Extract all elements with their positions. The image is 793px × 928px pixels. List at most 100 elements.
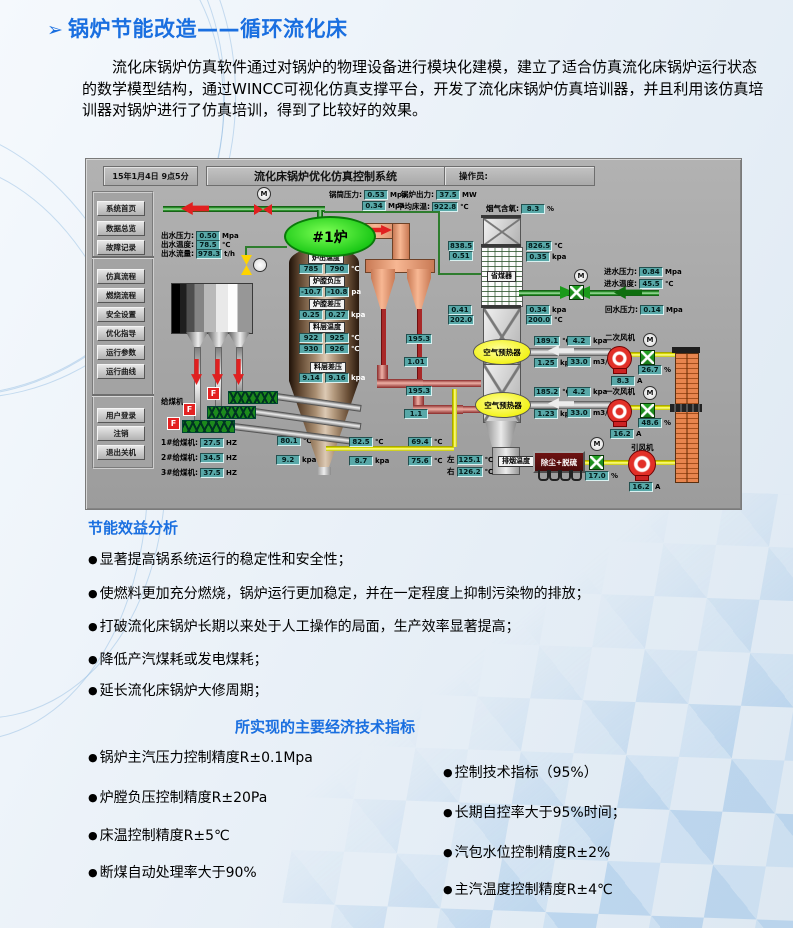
sidebar-item-run-curves[interactable]: 运行曲线 [97, 364, 145, 379]
benefit-text: 打破流化床锅炉长期以来处于人工操作的局面，生产效率显著提高； [99, 619, 520, 635]
sidebar-item-safety-settings[interactable]: 安全设置 [97, 307, 145, 322]
sidebar-item-fault-log[interactable]: 故障记录 [97, 240, 145, 255]
value: -10.8 [325, 287, 350, 297]
chimney [675, 353, 699, 483]
unit: t/h [224, 249, 236, 258]
readout-furnace-neg-pressure: -10.7 -10.8 pa [299, 287, 361, 297]
label: 3#给煤机: [161, 468, 199, 477]
air-pipe [326, 446, 454, 451]
damper-valve-icon[interactable] [640, 403, 655, 418]
label: 1#给煤机: [161, 438, 199, 447]
motor-icon[interactable]: M [574, 269, 588, 283]
sidebar-item-logout[interactable]: 注销 [97, 426, 145, 441]
unit: m3/h [593, 358, 613, 366]
readout-feeder-3: 3#给煤机: 37.5 HZ [161, 467, 237, 478]
bullet-icon: ● [88, 791, 98, 804]
cyclone-dipleg [417, 309, 422, 397]
secondary-fan-icon[interactable] [607, 346, 632, 371]
value: 9.2 [276, 455, 300, 465]
readout-avg-bed-temp: 平均床温: 922.8 ℃ [397, 201, 469, 212]
value: 16.2 [610, 429, 634, 439]
induced-fan-icon[interactable] [628, 450, 656, 478]
benefit-text: 显著提高锅系统运行的稳定性和安全性； [99, 552, 352, 568]
label: 出水压力: [161, 231, 194, 240]
readout-eco-in-l2: 0.51 [449, 251, 473, 261]
sidebar-item-data-overview[interactable]: 数据总览 [97, 221, 145, 236]
value: 0.34 [526, 305, 550, 315]
furnace-diff-pressure-label: 炉膛差压 [309, 299, 345, 310]
motor-icon[interactable]: M [257, 187, 271, 201]
sidebar-item-user-login[interactable]: 用户登录 [97, 408, 145, 423]
unit: kpa [552, 306, 567, 314]
air-pipe [452, 389, 457, 447]
damper-valve-icon[interactable] [589, 455, 604, 470]
sidebar-item-home[interactable]: 系统首页 [97, 201, 145, 216]
feeder-badge: F [167, 417, 180, 430]
motor-icon[interactable]: M [643, 333, 657, 347]
unit: ℃ [484, 467, 494, 476]
damper-valve-icon[interactable] [640, 350, 655, 365]
indicator-item: ●长期自控率大于95%时间； [443, 802, 626, 822]
sidebar-item-optimize-guide[interactable]: 优化指导 [97, 326, 145, 341]
hmi-operator-field[interactable]: 操作员: [444, 166, 595, 186]
sidebar-item-combustion-flow[interactable]: 燃烧流程 [97, 288, 145, 303]
air-preheater-1: 空气预热器 [473, 339, 531, 365]
unit: Mpa [390, 190, 407, 199]
indicator-item: ●床温控制精度R±5℃ [88, 825, 230, 845]
value: 790 [325, 264, 349, 274]
sidebar-item-run-params[interactable]: 运行参数 [97, 345, 145, 360]
unit: ℃ [375, 438, 384, 446]
unit: HZ [226, 438, 237, 447]
motor-icon[interactable]: M [590, 437, 604, 451]
benefit-item: ●打破流化床锅炉长期以来处于人工操作的局面，生产效率显著提高； [88, 616, 520, 636]
pump-icon[interactable] [253, 258, 267, 272]
sidebar-item-sim-flow[interactable]: 仿真流程 [97, 269, 145, 284]
steam-pipe [163, 206, 325, 212]
fan-base [613, 421, 627, 427]
steam-valve-icon[interactable] [254, 204, 272, 215]
label: 出水流量: [161, 249, 194, 258]
value: 200.0 [526, 315, 553, 325]
flow-arrow-down-icon [191, 359, 202, 385]
readout-flue-o2: 烟气含氧: 8.3 % [486, 203, 554, 214]
readout-ph2-l2: 1.1 [404, 409, 428, 419]
readout-eco-in-l1: 838.5 [448, 241, 475, 251]
indicator-item: ●主汽温度控制精度R±4℃ [443, 879, 613, 899]
label: 回水压力: [605, 305, 638, 314]
dedust-hopper [549, 470, 560, 481]
value: 8.7 [349, 456, 373, 466]
scada-screenshot: 15年1月4日 9点5分 流化床锅炉优化仿真控制系统 操作员: 系统首页 数据总… [85, 158, 742, 510]
value: 4.2 [567, 336, 591, 346]
bullet-icon: ● [88, 653, 98, 666]
primary-fan-icon[interactable] [607, 399, 632, 424]
label: 进水压力: [604, 267, 637, 276]
water-valve-icon[interactable] [241, 255, 252, 275]
motor-icon[interactable]: M [643, 386, 657, 400]
value: 189.1 [534, 336, 561, 346]
readout-ph1-l1: 195.3 [406, 334, 433, 344]
value: 0.14 [640, 304, 664, 315]
value: 930 [299, 344, 323, 354]
value: 34.5 [200, 452, 225, 463]
coal-conveyor [207, 406, 256, 419]
value: 1.25 [534, 358, 558, 368]
readout-eco-out-r2: 200.0℃ [526, 315, 563, 325]
value: 195.3 [406, 334, 433, 344]
value: 26.7 [638, 365, 662, 375]
unit: kpa [302, 456, 317, 464]
readout-furnace-out-temp: 785 790 ℃ [299, 264, 359, 274]
bullet-icon: ● [88, 684, 98, 697]
unit: ℃ [434, 438, 443, 446]
loopseal-pipe [423, 380, 481, 387]
label: 锅筒压力: [329, 190, 362, 199]
feedwater-control-valve-icon[interactable] [569, 285, 584, 300]
readout-bed-temp-2: 930 926 ℃ [299, 344, 359, 354]
primary-fan-label: 一次风机 [605, 387, 635, 396]
coal-conveyor [228, 391, 278, 404]
damper-grid [670, 404, 702, 412]
steam-line [438, 273, 483, 275]
sidebar-item-exit[interactable]: 退出关机 [97, 445, 145, 460]
